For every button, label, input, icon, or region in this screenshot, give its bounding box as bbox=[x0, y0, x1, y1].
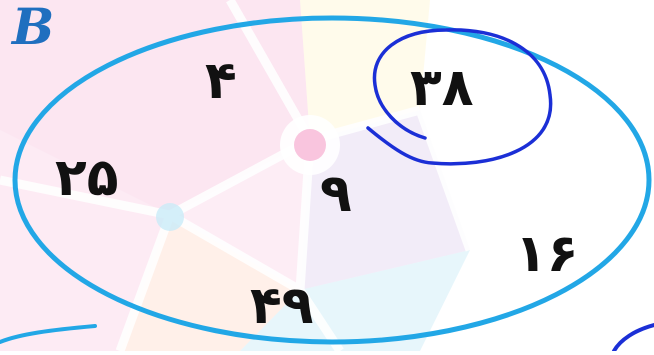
set-element: ۲۵ bbox=[55, 152, 118, 204]
bg-node bbox=[294, 129, 326, 161]
set-label: B bbox=[12, 2, 54, 52]
partial-stroke-right bbox=[614, 325, 654, 351]
bg-node bbox=[156, 203, 184, 231]
set-element: ۳۸ bbox=[410, 62, 473, 114]
set-element: ۴۹ bbox=[250, 280, 313, 332]
set-element: ۹ bbox=[320, 168, 352, 220]
set-element: ۱۶ bbox=[515, 228, 578, 280]
set-element: ۴ bbox=[205, 55, 237, 107]
